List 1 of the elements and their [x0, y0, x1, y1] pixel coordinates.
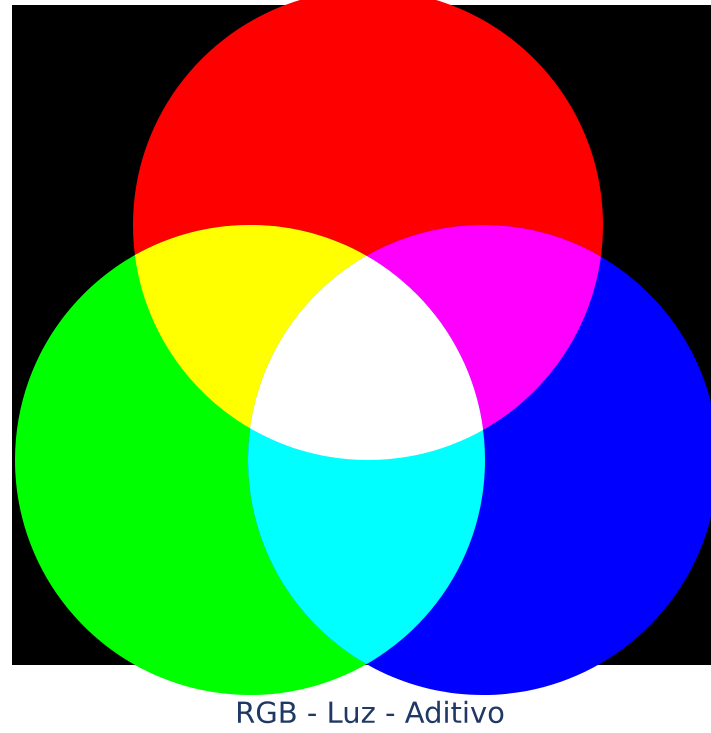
caption: RGB - Luz - Aditivo	[238, 700, 504, 724]
